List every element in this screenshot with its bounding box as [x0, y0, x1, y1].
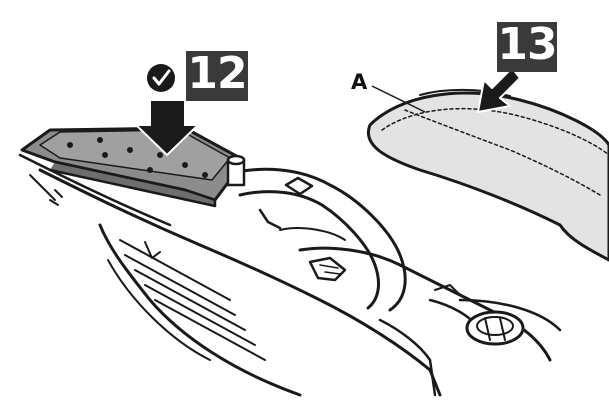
step-12-arrow — [133, 99, 201, 157]
under-seat-compartment — [298, 246, 552, 397]
callout-a-leader — [371, 85, 426, 113]
carrier-plate — [20, 126, 246, 208]
step-number-badge-12: 12 — [186, 48, 248, 101]
grab-rail — [223, 167, 407, 312]
scooter-rear-body — [18, 153, 442, 397]
seat — [367, 88, 609, 262]
step-number-badge-13: 13 — [497, 19, 558, 72]
fuel-cap — [458, 298, 562, 346]
checkmark-circle-icon — [147, 64, 175, 92]
callout-label-a: A — [351, 70, 368, 94]
